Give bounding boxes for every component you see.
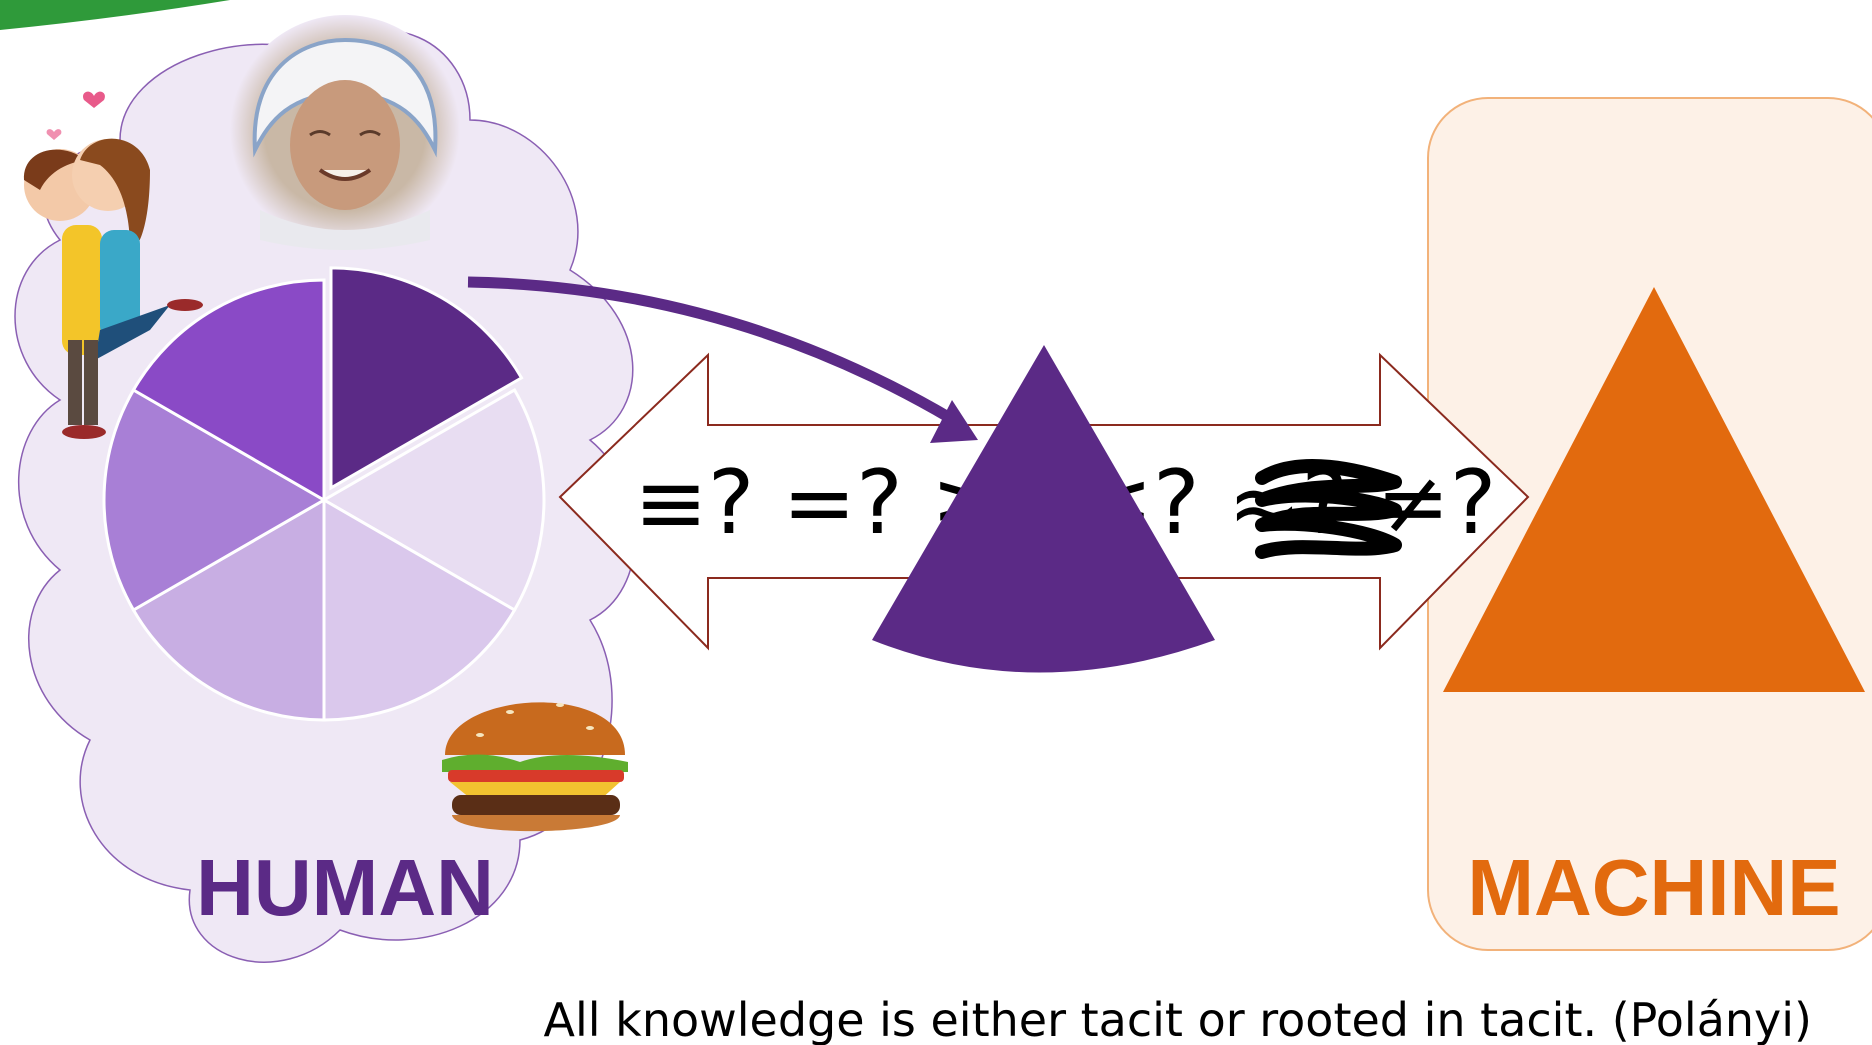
couple-cartoon-image [23,91,203,439]
corner-accent [0,0,230,30]
hamburger-image [442,702,628,832]
scribble-cross-out [1255,459,1402,559]
transfer-arrow-head [930,400,978,443]
human-label: HUMAN [196,843,494,932]
knowledge-pie [102,266,546,722]
pie-slice-1 [329,266,524,491]
pie-slice-2 [320,387,546,613]
polanyi-caption: All knowledge is either tacit or rooted … [544,993,1812,1045]
pie-slice-6 [131,278,326,503]
pie-slice-4 [131,497,326,722]
machine-triangle [1443,287,1865,692]
pie-slice-5 [102,387,328,613]
portrait-image [230,15,460,250]
extracted-slice [872,345,1215,673]
transfer-arrow [467,276,953,423]
machine-label: MACHINE [1467,843,1840,932]
pie-slice-3 [322,497,517,722]
